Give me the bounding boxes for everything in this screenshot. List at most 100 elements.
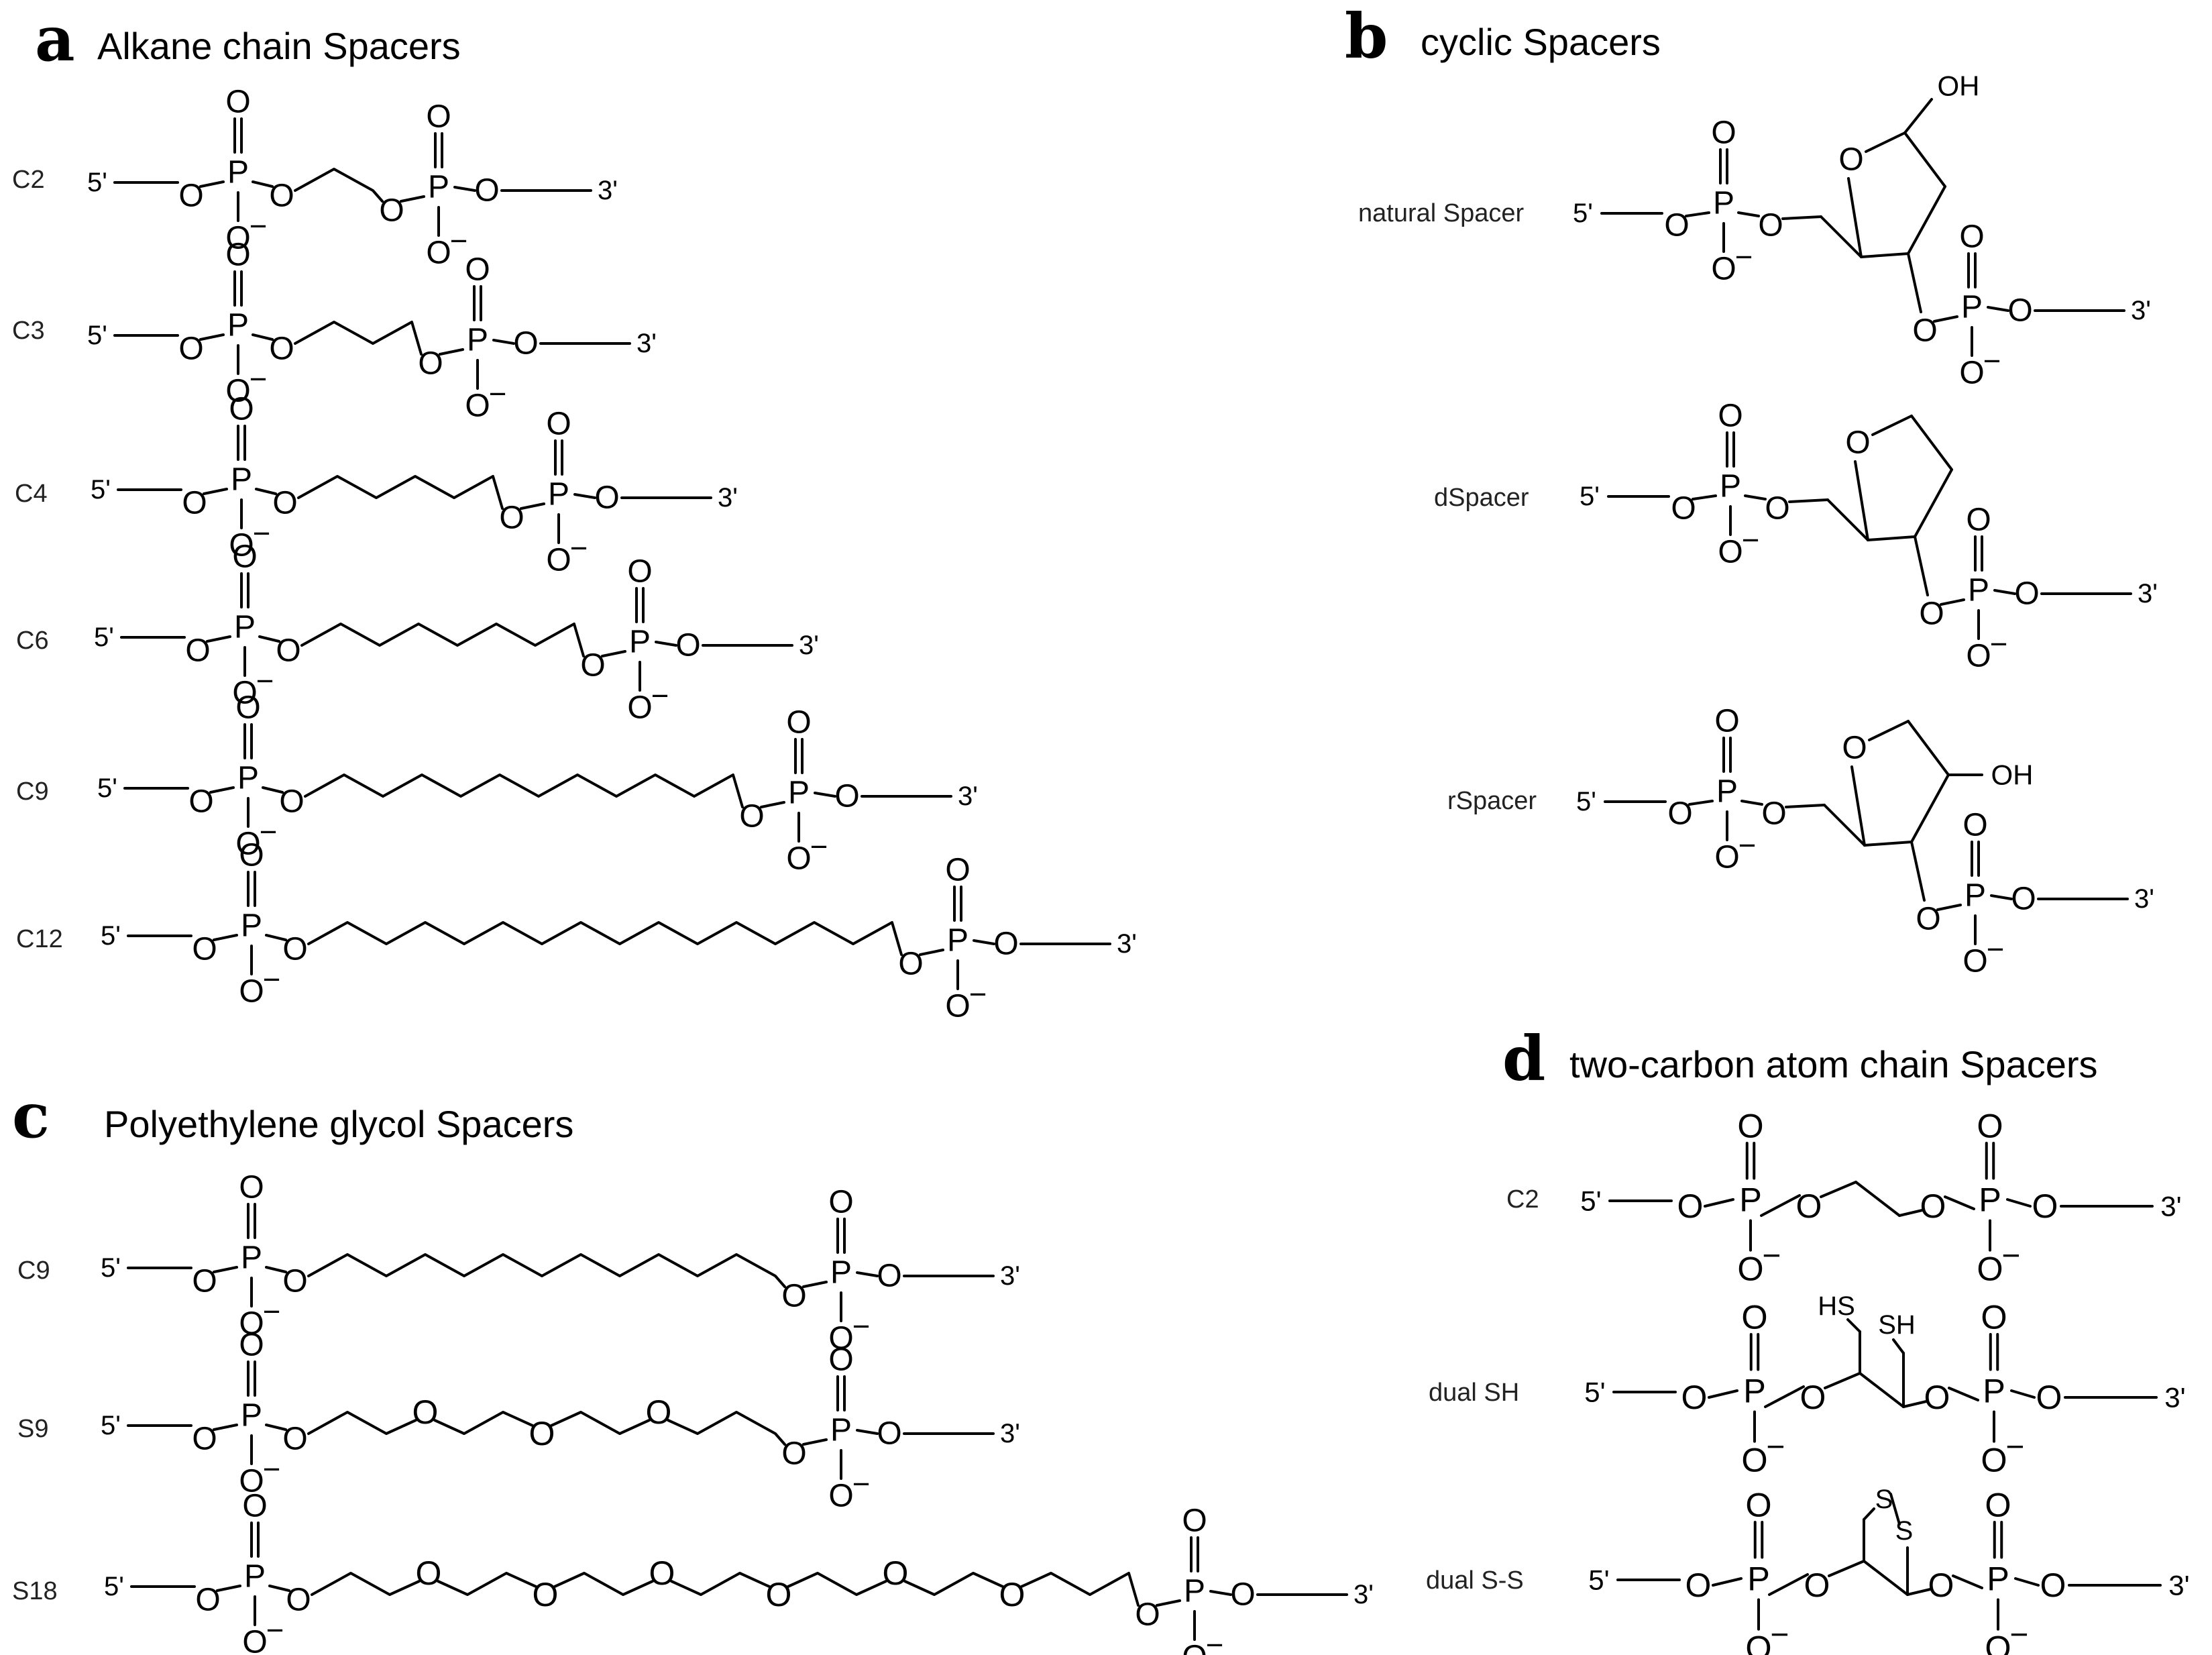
minus-charge: − [253, 517, 271, 551]
oxygen-atom: O [426, 235, 451, 271]
minus-charge: − [450, 224, 468, 258]
bond [213, 934, 238, 941]
bond [255, 488, 277, 495]
bond [2006, 1198, 2032, 1208]
oxygen-atom: O [379, 193, 404, 229]
oxygen-atom: O [1711, 252, 1736, 287]
panel-b-row-label: natural Spacer [1358, 199, 1524, 227]
hydroxyl-group: OH [1938, 70, 1980, 102]
oxygen-atom: O [1718, 535, 1743, 570]
three-prime-label: 3' [2134, 884, 2154, 914]
oxygen-atom: O [499, 500, 524, 536]
five-prime-label: 5' [94, 623, 114, 652]
minus-charge: − [651, 679, 669, 713]
panel-c-letter: c [12, 1079, 50, 1152]
oxygen-atom: O [1711, 115, 1736, 151]
bond [1944, 1195, 1975, 1210]
minus-charge: − [1983, 344, 2001, 378]
bond [1952, 1574, 1983, 1589]
bond [1824, 1372, 1861, 1389]
minus-charge: − [266, 1613, 284, 1648]
thiol-group: HS [1818, 1291, 1855, 1321]
oxygen-atom: O [1182, 1503, 1207, 1539]
minus-charge: − [1990, 627, 2008, 661]
minus-charge: − [810, 830, 828, 864]
panel-a-row-label: C2 [12, 166, 45, 194]
oxygen-atom: O [546, 543, 571, 578]
oxygen-atom: O [242, 1489, 267, 1524]
bond [1892, 1338, 1905, 1354]
ring-bond [1847, 177, 1863, 258]
oxygen-atom: O [1765, 491, 1789, 527]
three-prime-label: 3' [1353, 1580, 1374, 1609]
phosphorus-atom: P [1184, 1574, 1205, 1609]
minus-charge: − [2010, 1617, 2029, 1653]
carbon-chain [787, 1572, 887, 1596]
bond [1948, 1387, 1979, 1401]
carbon-chain [304, 773, 744, 808]
phosphorus-atom: P [241, 908, 262, 944]
phosphorus-atom: P [947, 923, 969, 959]
phosphorus-atom: P [1965, 878, 1986, 914]
bond [1855, 1181, 1901, 1217]
carbon-chain [307, 921, 903, 956]
oxygen-atom: O [877, 1416, 901, 1452]
oxygen-atom: O [1959, 356, 1984, 391]
oxygen-atom: O [232, 539, 257, 575]
oxygen-atom: O [675, 628, 700, 663]
carbon-chain [294, 168, 384, 203]
oxygen-atom: O [627, 554, 652, 590]
three-prime-label: 3' [2138, 579, 2158, 608]
phosphorus-atom: P [1961, 290, 1983, 325]
ether-oxygen-atom: O [649, 1554, 675, 1592]
oxygen-atom: O [513, 326, 538, 362]
minus-charge: − [1987, 932, 2005, 967]
three-prime-label: 3' [1117, 929, 1137, 959]
five-prime-label: 5' [101, 921, 121, 951]
oxygen-atom: O [1966, 502, 1991, 538]
bond [856, 1271, 879, 1277]
bond [1863, 1560, 1909, 1596]
ether-oxygen-atom: O [412, 1393, 439, 1431]
oxygen-atom: O [1737, 1249, 1763, 1287]
oxygen-atom: O [1714, 704, 1739, 739]
bond [973, 939, 995, 945]
minus-charge: − [260, 815, 278, 849]
oxygen-atom: O [242, 1625, 267, 1655]
oxygen-atom: O [993, 926, 1018, 962]
bond [1898, 1209, 1924, 1217]
five-prime-label: 5' [101, 1253, 121, 1283]
bond [814, 792, 836, 798]
oxygen-atom: O [1796, 1187, 1822, 1225]
oxygen-atom: O [627, 690, 652, 726]
phosphorus-atom: P [548, 477, 569, 513]
bond [265, 1266, 287, 1273]
panel-c-row-label: C9 [17, 1257, 50, 1285]
ring-bond [1865, 131, 1906, 153]
carbon-chain [1020, 1572, 1140, 1607]
oxygen-atom: O [1714, 840, 1739, 875]
ring-bond [1868, 720, 1910, 741]
minus-charge: − [852, 1467, 871, 1501]
three-prime-label: 3' [2168, 1570, 2189, 1601]
oxygen-atom: O [1928, 1566, 1954, 1604]
oxygen-atom: O [1745, 1485, 1771, 1524]
carbon-chain [300, 623, 585, 657]
oxygen-atom: O [192, 932, 217, 967]
ether-oxygen-atom: O [999, 1576, 1026, 1613]
bond [1990, 894, 2013, 900]
oxygen-atom: O [1667, 796, 1692, 832]
oxygen-atom: O [1966, 639, 1991, 674]
three-prime-label: 3' [799, 631, 819, 660]
oxygen-atom: O [1671, 491, 1696, 527]
five-prime-label: 5' [101, 1411, 121, 1440]
minus-charge: − [1767, 1430, 1785, 1465]
bond [1788, 498, 1829, 503]
five-prime-label: 5' [1580, 1185, 1601, 1217]
oxygen-atom: O [225, 374, 250, 409]
ring-bond [1914, 468, 1953, 538]
oxygen-atom: O [239, 1170, 264, 1206]
five-prime-label: 5' [1584, 1377, 1605, 1408]
oxygen-atom: O [1182, 1640, 1207, 1655]
oxygen-atom: O [1920, 1187, 1946, 1225]
